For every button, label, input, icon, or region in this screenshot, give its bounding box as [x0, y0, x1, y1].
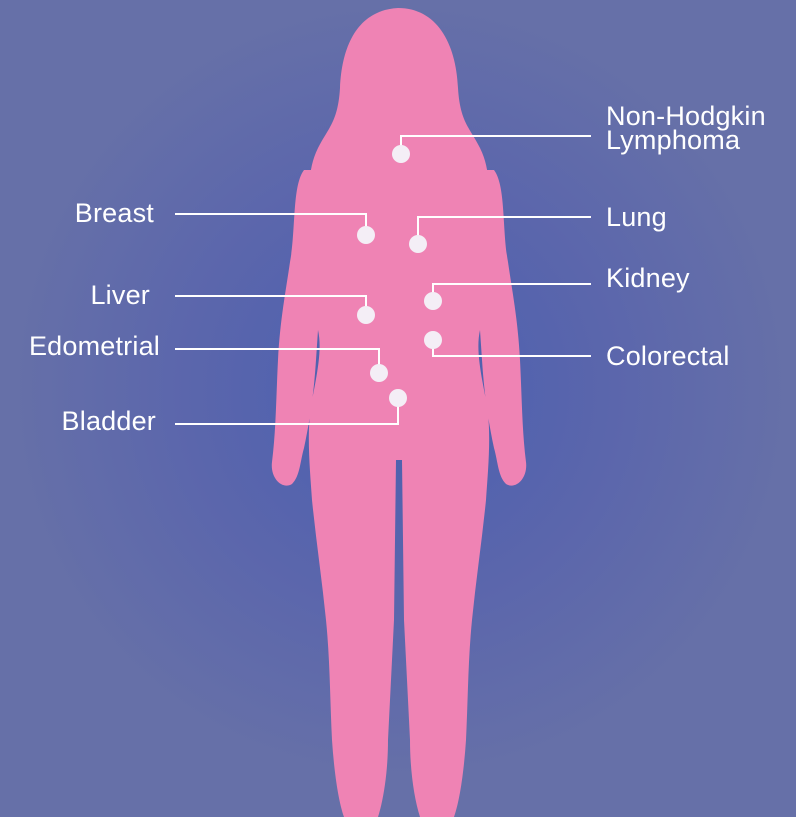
colorectal-label: Colorectal	[606, 343, 730, 370]
lymphoma-marker	[392, 145, 410, 163]
bladder-marker	[389, 389, 407, 407]
kidney-label: Kidney	[606, 265, 690, 292]
lung-marker	[409, 235, 427, 253]
endometrial-label: Edometrial	[29, 333, 160, 360]
kidney-marker	[424, 292, 442, 310]
bladder-label: Bladder	[62, 408, 156, 435]
colorectal-marker	[424, 331, 442, 349]
lung-label: Lung	[606, 204, 667, 231]
lymphoma-label: Non-Hodgkin Lymphoma	[606, 104, 766, 153]
breast-marker	[357, 226, 375, 244]
liver-marker	[357, 306, 375, 324]
lymphoma-label-line2: Lymphoma	[606, 128, 766, 152]
endometrial-marker	[370, 364, 388, 382]
liver-label: Liver	[90, 282, 150, 309]
breast-label: Breast	[75, 200, 154, 227]
